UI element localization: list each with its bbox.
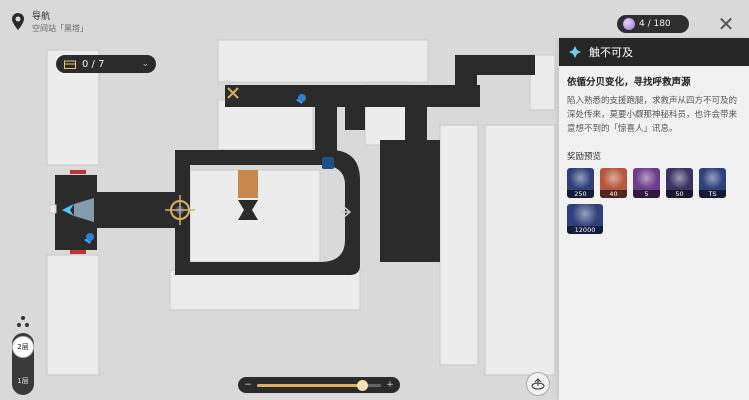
- reward-item[interactable]: TS: [699, 168, 726, 198]
- quest-panel: 触不可及 依循分贝变化，寻找呼救声源 陷入熟悉的支援跑腿，求救声从四方不可及的深…: [559, 38, 749, 400]
- reward-item[interactable]: 50: [666, 168, 693, 198]
- map-path: [315, 85, 337, 155]
- reward-qty: 40: [600, 190, 627, 198]
- compass-icon: [531, 378, 545, 390]
- quest-title: 触不可及: [589, 46, 633, 59]
- floor-button-1[interactable]: 1层: [12, 370, 34, 392]
- zoom-knob[interactable]: [357, 379, 369, 391]
- stellar-jade-icon: [600, 168, 627, 190]
- npc-marker-icon[interactable]: [84, 233, 94, 244]
- map-pillar: [238, 200, 258, 220]
- floor-stack: 2层 1层: [12, 333, 34, 395]
- npc-marker-icon[interactable]: [296, 94, 306, 104]
- reward-item[interactable]: 40: [600, 168, 627, 198]
- rewards-title: 奖励预览: [567, 152, 602, 162]
- close-icon[interactable]: ✕: [717, 12, 735, 36]
- map-block: [484, 124, 556, 376]
- map-path: [455, 55, 535, 75]
- map-side-stub: [49, 204, 57, 214]
- player-marker-icon: [62, 198, 94, 222]
- nav-title: 导航: [32, 12, 51, 22]
- nav-header: 导航 空间站「黑塔」: [10, 12, 88, 34]
- zoom-slider[interactable]: − +: [238, 377, 400, 393]
- zoom-out-button[interactable]: −: [244, 380, 252, 390]
- map-pin-icon: [12, 13, 24, 30]
- quest-marker-icon[interactable]: [322, 157, 334, 169]
- map-block: [439, 124, 479, 366]
- reward-qty: 250: [567, 190, 594, 198]
- map-block: [46, 254, 100, 376]
- rewards-list: 250 40 5 50 TS 12000: [559, 168, 747, 234]
- trailblaze-power-icon: [623, 18, 635, 30]
- reward-qty: 12000: [567, 226, 603, 234]
- map-tracker-button[interactable]: [526, 372, 550, 396]
- trailblaze-exp-icon: [567, 168, 594, 190]
- quest-icon: [569, 46, 581, 58]
- nav-location: 空间站「黑塔」: [32, 24, 88, 33]
- reward-item[interactable]: 12000: [567, 204, 603, 234]
- quest-panel-header: 触不可及: [559, 38, 749, 66]
- zoom-in-button[interactable]: +: [386, 380, 394, 390]
- door-mark: [70, 170, 86, 174]
- chevron-icon: ⌄: [141, 59, 149, 69]
- map-path: [405, 85, 427, 145]
- reward-item[interactable]: 250: [567, 168, 594, 198]
- floor-button-2[interactable]: 2层: [12, 336, 34, 358]
- trailblaze-power-value: 4 / 180: [639, 19, 671, 29]
- map-room-highlight: [238, 170, 258, 198]
- zoom-fill: [257, 383, 363, 387]
- map-path: [345, 100, 365, 130]
- quest-description: 陷入熟悉的支援跑腿，求救声从四方不可及的深处传来，莫要小觑那神秘科员，也许会带来…: [567, 96, 738, 134]
- space-anchor-icon[interactable]: [165, 195, 195, 225]
- floor-switch: 2层 1层: [12, 315, 34, 395]
- map-path: [175, 150, 360, 275]
- exit-arrow-icon[interactable]: [340, 206, 352, 218]
- reward-qty: 50: [666, 190, 693, 198]
- zoom-track[interactable]: [257, 379, 381, 391]
- chest-counter[interactable]: 0 / 7 ⌄: [56, 55, 156, 73]
- chest-counter-value: 0 / 7: [82, 58, 105, 70]
- refined-aether-icon: [666, 168, 693, 190]
- close-marker-icon: [226, 86, 240, 100]
- map-path: [380, 140, 440, 262]
- reward-item[interactable]: 5: [633, 168, 660, 198]
- map-block: [217, 99, 314, 151]
- trailblaze-power[interactable]: 4 / 180: [617, 15, 689, 33]
- credit-icon: [567, 204, 603, 226]
- layers-icon: [17, 316, 29, 327]
- reward-qty: TS: [699, 190, 726, 198]
- reward-qty: 5: [633, 190, 660, 198]
- door-mark: [70, 250, 86, 254]
- quest-subtitle: 依循分贝变化，寻找呼救声源: [567, 77, 691, 88]
- adventure-log-icon: [633, 168, 660, 190]
- map-block: [169, 269, 361, 311]
- treasure-chest-icon: [64, 60, 76, 69]
- travel-encounters-icon: [699, 168, 726, 190]
- map-block: [217, 39, 429, 83]
